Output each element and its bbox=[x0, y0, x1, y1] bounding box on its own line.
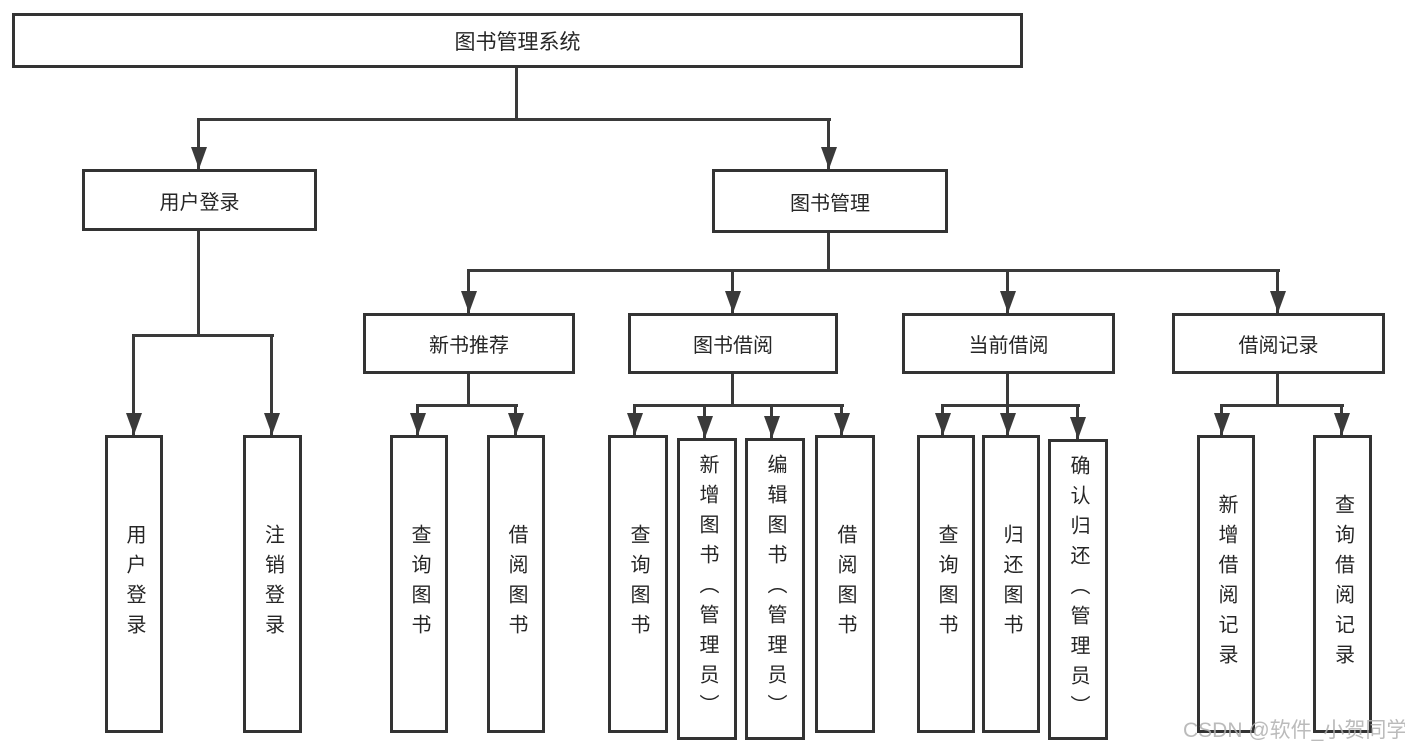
connector-line bbox=[731, 374, 734, 407]
arrowhead-icon bbox=[821, 147, 837, 169]
arrowhead-icon bbox=[627, 413, 643, 435]
arrowhead-icon bbox=[1270, 291, 1286, 313]
connector-line bbox=[467, 269, 1280, 272]
connector-line bbox=[197, 231, 200, 337]
connector-line bbox=[1220, 404, 1344, 407]
connector-line bbox=[132, 334, 274, 337]
leaf-borrow-borrow-book: 借阅图书 bbox=[815, 435, 875, 733]
node-label: 新增图书（管理员） bbox=[696, 454, 718, 724]
node-root-system: 图书管理系统 bbox=[12, 13, 1023, 68]
node-label: 查询图书 bbox=[935, 524, 957, 644]
node-label: 图书借阅 bbox=[693, 335, 773, 357]
node-book-borrow: 图书借阅 bbox=[628, 313, 838, 374]
arrowhead-icon bbox=[764, 416, 780, 438]
leaf-recommend-borrow-book: 借阅图书 bbox=[487, 435, 545, 733]
connector-line bbox=[197, 118, 831, 121]
arrowhead-icon bbox=[1214, 413, 1230, 435]
node-current-borrow: 当前借阅 bbox=[902, 313, 1115, 374]
connector-line bbox=[132, 334, 135, 435]
node-label: 注销登录 bbox=[261, 524, 284, 644]
arrowhead-icon bbox=[834, 413, 850, 435]
arrowhead-icon bbox=[508, 413, 524, 435]
node-label: 新书推荐 bbox=[429, 335, 509, 357]
csdn-watermark: CSDN @软件_小贺同学 bbox=[1183, 719, 1405, 742]
arrowhead-icon bbox=[126, 413, 142, 435]
connector-line bbox=[1006, 374, 1009, 407]
connector-line bbox=[270, 334, 273, 435]
connector-line bbox=[633, 404, 844, 407]
node-label: 新增借阅记录 bbox=[1215, 494, 1237, 674]
node-label: 编辑图书（管理员） bbox=[764, 454, 786, 724]
connector-line bbox=[197, 118, 200, 169]
node-label: 查询图书 bbox=[408, 524, 430, 644]
node-new-book-recommend: 新书推荐 bbox=[363, 313, 575, 374]
connector-line bbox=[515, 68, 518, 121]
node-label: 借阅记录 bbox=[1238, 335, 1319, 357]
node-label: 借阅图书 bbox=[505, 524, 527, 644]
connector-line bbox=[1276, 374, 1279, 407]
leaf-return-book: 归还图书 bbox=[982, 435, 1040, 733]
node-label: 查询图书 bbox=[627, 524, 649, 644]
node-label: 图书管理系统 bbox=[454, 30, 581, 54]
arrowhead-icon bbox=[1070, 417, 1086, 439]
leaf-confirm-return-admin: 确认归还（管理员） bbox=[1048, 439, 1108, 740]
node-label: 归还图书 bbox=[1000, 524, 1022, 644]
node-label: 当前借阅 bbox=[968, 335, 1049, 357]
connector-line bbox=[416, 404, 518, 407]
arrowhead-icon bbox=[1000, 413, 1016, 435]
arrowhead-icon bbox=[725, 291, 741, 313]
node-label: 借阅图书 bbox=[834, 524, 856, 644]
node-user-login: 用户登录 bbox=[82, 169, 317, 231]
leaf-current-query-book: 查询图书 bbox=[917, 435, 975, 733]
node-book-management: 图书管理 bbox=[712, 169, 948, 233]
node-label: 用户登录 bbox=[159, 191, 240, 214]
leaf-query-borrow-record: 查询借阅记录 bbox=[1313, 435, 1372, 733]
node-label: 查询借阅记录 bbox=[1331, 494, 1354, 674]
arrowhead-icon bbox=[1334, 413, 1350, 435]
arrowhead-icon bbox=[461, 291, 477, 313]
node-label: 图书管理 bbox=[790, 192, 870, 215]
connector-line bbox=[941, 404, 1080, 407]
leaf-recommend-query-book: 查询图书 bbox=[390, 435, 448, 733]
leaf-logout: 注销登录 bbox=[243, 435, 302, 733]
leaf-borrow-query-book: 查询图书 bbox=[608, 435, 668, 733]
arrowhead-icon bbox=[410, 413, 426, 435]
leaf-user-login: 用户登录 bbox=[105, 435, 163, 733]
connector-line bbox=[827, 233, 830, 272]
leaf-add-book-admin: 新增图书（管理员） bbox=[677, 438, 737, 740]
arrowhead-icon bbox=[264, 413, 280, 435]
arrowhead-icon bbox=[1000, 291, 1016, 313]
leaf-add-borrow-record: 新增借阅记录 bbox=[1197, 435, 1255, 733]
node-label: 用户登录 bbox=[123, 524, 145, 644]
connector-line bbox=[827, 118, 830, 169]
node-borrow-records: 借阅记录 bbox=[1172, 313, 1385, 374]
leaf-edit-book-admin: 编辑图书（管理员） bbox=[745, 438, 805, 740]
arrowhead-icon bbox=[935, 413, 951, 435]
arrowhead-icon bbox=[191, 147, 207, 169]
arrowhead-icon bbox=[697, 416, 713, 438]
node-label: 确认归还（管理员） bbox=[1067, 454, 1089, 725]
connector-line bbox=[467, 374, 470, 407]
